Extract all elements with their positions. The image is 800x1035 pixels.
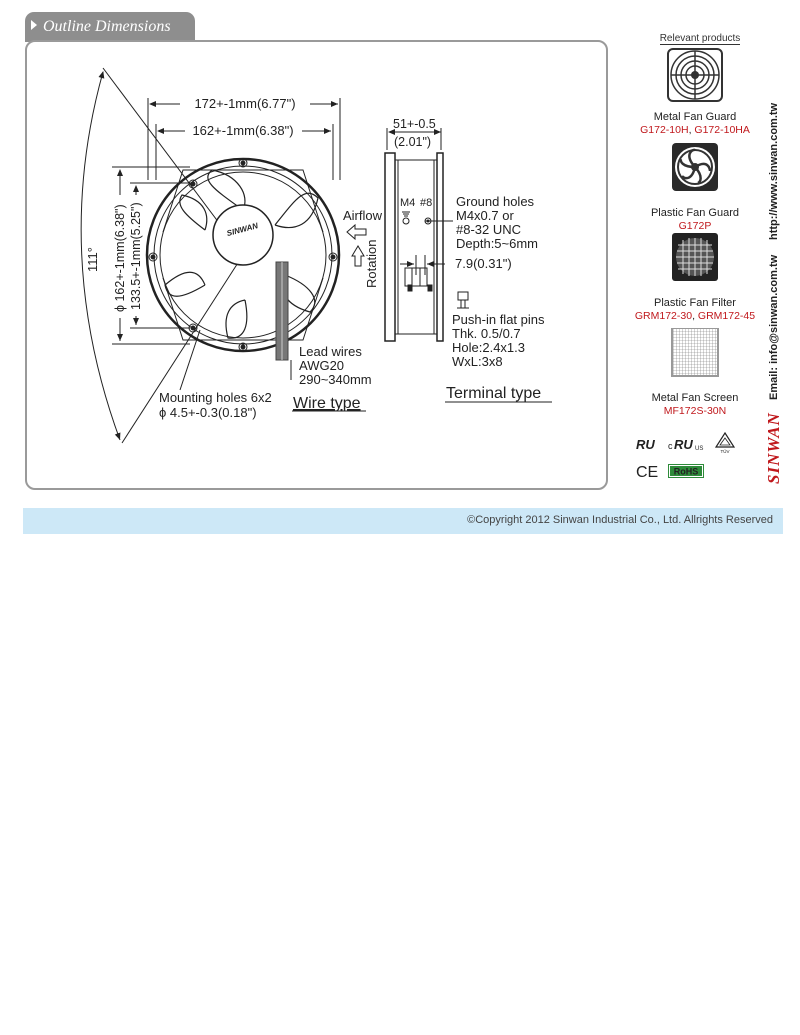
hash8-label: #8 (420, 197, 432, 209)
copyright-bar: ©Copyright 2012 Sinwan Industrial Co., L… (23, 508, 783, 534)
pins-text: Push-in flat pins Thk. 0.5/0.7 Hole:2.4x… (452, 312, 548, 369)
brand-logo: SINWAN (764, 412, 783, 484)
product-codes[interactable]: MF172S-30N (663, 405, 727, 417)
airflow-arrow-icon (346, 223, 367, 241)
svg-text:US: US (695, 446, 703, 452)
website-url[interactable]: http://www.sinwan.com.tw (768, 102, 780, 240)
ul-mark-icon: RU (636, 436, 662, 457)
contact-email[interactable]: Email: info@sinwan.com.tw (768, 254, 780, 400)
dim-diameter: ϕ 162+-1mm(6.38") (113, 204, 127, 312)
product-codes[interactable]: GRM172-30, GRM172-45 (634, 310, 756, 322)
svg-text:RU: RU (674, 437, 693, 452)
ground-holes-text: Ground holes M4x0.7 or #8-32 UNC Depth:5… (456, 194, 538, 251)
product-name: Plastic Fan Guard (650, 207, 740, 219)
metal-fan-guard-icon (664, 47, 726, 109)
terminal-offset: 7.9(0.31") (455, 256, 512, 271)
section-tab: Outline Dimensions (25, 12, 195, 42)
rotation-label: Rotation (364, 240, 379, 288)
plastic-fan-filter-icon (664, 233, 726, 295)
depth-dim: 51+-0.5 (393, 117, 436, 131)
svg-text:RU: RU (636, 437, 655, 452)
dim-hole-spacing: 133.5+-1mm(5.25") (129, 202, 143, 310)
product-name: Metal Fan Screen (651, 392, 739, 404)
angle-arc (80, 71, 121, 441)
dim-width-inner: 162+-1mm(6.38") (192, 123, 293, 138)
product-codes[interactable]: G172P (678, 220, 712, 232)
relevant-products-title: Relevant products (659, 33, 741, 45)
product-codes[interactable]: G172-10H, G172-10HA (640, 124, 750, 136)
product-plastic-fan-filter[interactable]: Plastic Fan Filter GRM172-30, GRM172-45 (630, 233, 760, 322)
angle-line-bottom (121, 254, 244, 444)
cul-us-mark-icon: c RU US (668, 436, 708, 457)
tuv-mark-icon: TÜV (714, 431, 736, 459)
svg-text:RoHS: RoHS (674, 467, 699, 477)
triangle-icon (31, 20, 37, 30)
outline-panel (25, 40, 608, 490)
section-title: Outline Dimensions (43, 18, 171, 35)
depth-dim-inch: (2.01") (394, 135, 431, 149)
width-dimensions (147, 98, 341, 180)
svg-text:c: c (668, 441, 673, 451)
terminal-type-label: Terminal type (446, 385, 541, 402)
copyright-text: ©Copyright 2012 Sinwan Industrial Co., L… (467, 514, 773, 526)
wire-type-label: Wire type (293, 395, 361, 412)
mounting-holes-text: Mounting holes 6x2 ϕ 4.5+-0.3(0.18") (159, 390, 275, 420)
product-metal-fan-guard[interactable]: Metal Fan Guard G172-10H, G172-10HA (630, 47, 760, 136)
lead-wires-text: Lead wires AWG20 290~340mm (299, 344, 372, 387)
rohs-mark-icon: RoHS (668, 464, 704, 483)
product-name: Plastic Fan Filter (654, 297, 736, 309)
plastic-fan-guard-icon (664, 143, 726, 205)
rotation-arrow-icon (351, 245, 365, 267)
product-plastic-fan-guard[interactable]: Plastic Fan Guard G172P (630, 143, 760, 232)
metal-fan-screen-icon (664, 327, 726, 390)
fan-front-view (145, 157, 341, 361)
svg-text:TÜV: TÜV (721, 448, 730, 454)
fan-side-view (384, 128, 469, 342)
svg-text:CE: CE (636, 464, 658, 480)
outline-drawing: 172+-1mm(6.77") 162+-1mm(6.38") 111° ϕ 1… (80, 67, 552, 444)
product-metal-fan-screen[interactable]: Metal Fan Screen MF172S-30N (630, 327, 760, 417)
m4-label: M4 (400, 197, 415, 209)
airflow-label: Airflow (343, 208, 383, 223)
mounting-leader (179, 329, 201, 391)
product-name: Metal Fan Guard (653, 111, 737, 123)
ce-mark-icon: CE (636, 462, 662, 485)
dim-angle: 111° (85, 247, 100, 272)
dim-width-outer: 172+-1mm(6.77") (194, 96, 295, 111)
